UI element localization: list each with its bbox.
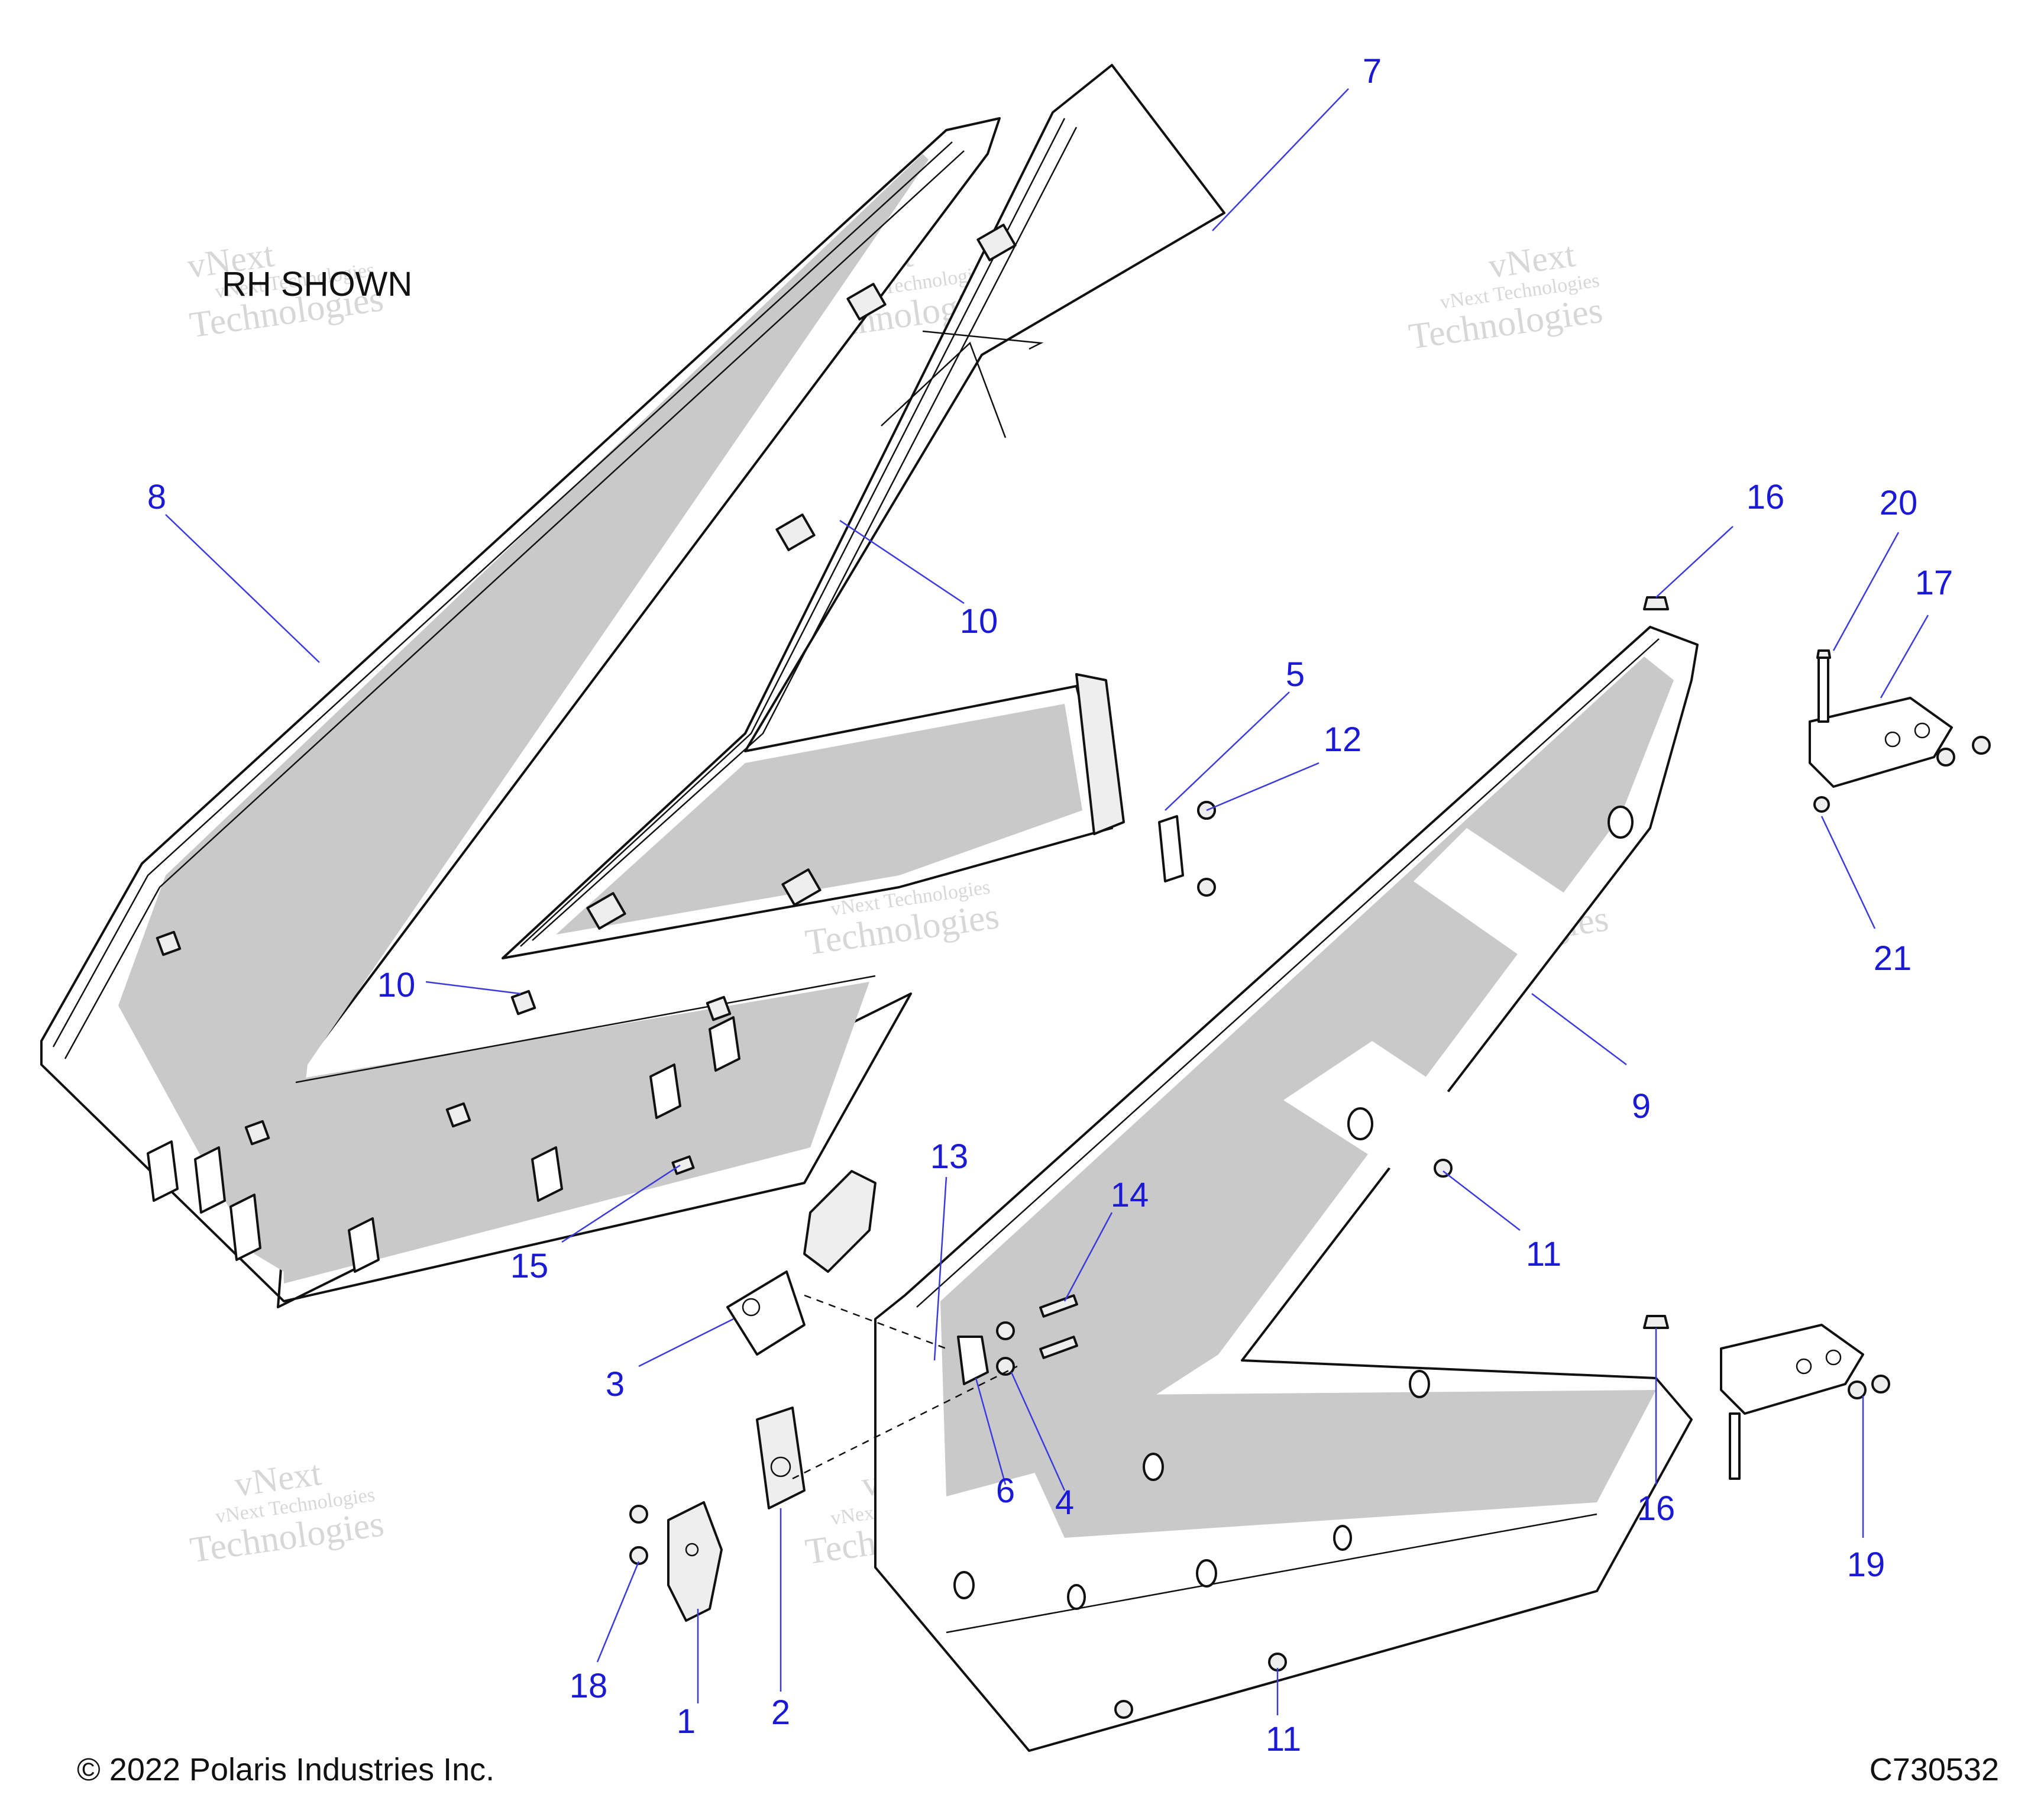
callout-14: 14 xyxy=(1111,1176,1149,1214)
callout-12: 12 xyxy=(1324,720,1362,759)
part-3-latch-release xyxy=(726,1170,877,1356)
callout-16-lower: 16 xyxy=(1637,1489,1676,1528)
copyright-text: © 2022 Polaris Industries Inc. xyxy=(77,1752,494,1787)
callout-3: 3 xyxy=(606,1365,625,1404)
door-vents xyxy=(147,1016,740,1273)
part-7-inner-door-panel xyxy=(502,64,1225,959)
callout-13: 13 xyxy=(930,1137,969,1176)
rh-shown-note: RH SHOWN xyxy=(222,265,412,303)
callout-10-upper: 10 xyxy=(960,602,998,641)
callout-17: 17 xyxy=(1915,564,1954,602)
clip-nuts xyxy=(156,930,732,1146)
part-2-latch xyxy=(756,1407,806,1509)
callout-7: 7 xyxy=(1363,52,1382,90)
leader-lines xyxy=(165,88,1929,1715)
callout-19: 19 xyxy=(1847,1546,1885,1584)
callout-10-lower: 10 xyxy=(377,966,416,1004)
callout-9: 9 xyxy=(1632,1087,1651,1126)
part-17-lower-hinge xyxy=(1720,1324,1864,1480)
callout-4: 4 xyxy=(1055,1483,1074,1522)
callout-6: 6 xyxy=(996,1472,1015,1510)
part-1-striker xyxy=(667,1501,723,1622)
callout-21: 21 xyxy=(1874,939,1912,978)
callout-11-lower: 11 xyxy=(1266,1720,1301,1758)
part-8-outer-door-panel xyxy=(40,117,1001,1308)
callout-8: 8 xyxy=(147,478,166,516)
part-9-door-frame xyxy=(874,626,1699,1752)
frame-holes xyxy=(953,806,1634,1610)
callout-16-upper: 16 xyxy=(1747,478,1785,516)
part-5-strap xyxy=(1158,815,1184,882)
callout-5: 5 xyxy=(1286,655,1305,694)
callout-1: 1 xyxy=(677,1702,696,1741)
fasteners xyxy=(629,596,1991,1719)
callout-2: 2 xyxy=(771,1693,790,1732)
callout-15: 15 xyxy=(510,1247,549,1285)
part-17-upper-hinge xyxy=(1809,649,1953,788)
callout-20: 20 xyxy=(1880,484,1918,522)
part-6-bracket xyxy=(957,1336,989,1385)
callout-11-upper: 11 xyxy=(1526,1235,1561,1273)
callout-18: 18 xyxy=(570,1667,608,1705)
assembly-lines xyxy=(792,1294,1018,1480)
diagram-id: C730532 xyxy=(1870,1752,1999,1787)
callouts: 1 2 3 4 5 6 7 8 9 10 10 11 11 12 13 14 1… xyxy=(147,52,1953,1758)
